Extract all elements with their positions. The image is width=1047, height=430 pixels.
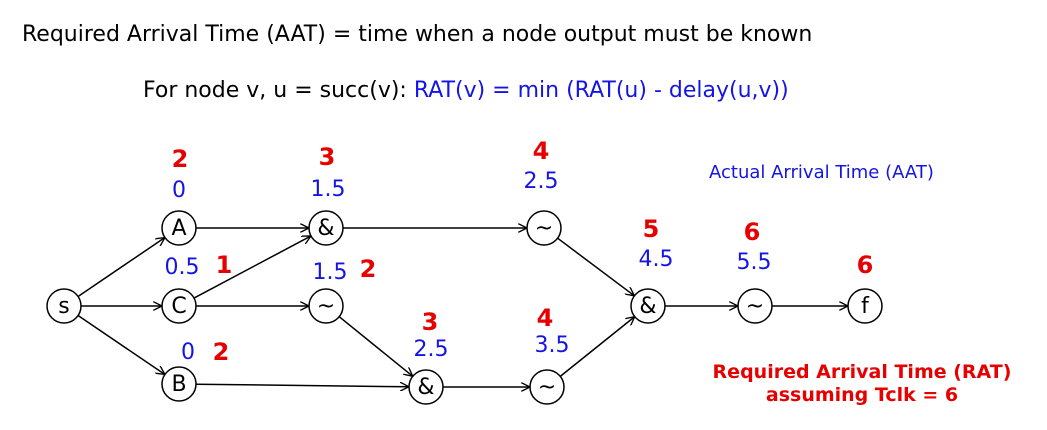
rat-value-g6: 5 [643, 215, 660, 243]
edge-B-g3 [195, 384, 409, 387]
aat-value-g7: 5.5 [737, 250, 772, 275]
node-g7: ~ [737, 288, 773, 324]
rat-value-g5: 4 [537, 304, 554, 332]
rat-value-g7: 6 [744, 218, 761, 246]
rat-value-C: 1 [216, 251, 233, 279]
rat-legend-line2: assuming Tclk = 6 [765, 383, 959, 406]
node-label: ~ [538, 375, 556, 400]
rat-value-g2: 2 [360, 255, 377, 283]
node-label: C [171, 294, 186, 319]
rat-value-B: 2 [213, 338, 230, 366]
aat-value-g1: 1.5 [311, 177, 346, 202]
node-B: B [161, 366, 197, 402]
node-label: ~ [746, 294, 764, 319]
node-s: s [46, 288, 82, 324]
nodes-layer: s A C B & ~ & ~ ~ & ~ f [46, 210, 883, 405]
edge-g5-g6 [559, 317, 634, 377]
edge-g2-g3 [338, 316, 413, 377]
node-circle [529, 369, 565, 405]
aat-value-B: 0 [181, 340, 195, 365]
node-circle [161, 366, 197, 402]
node-circle [161, 288, 197, 324]
slide-heading: Required Arrival Time (AAT) = time when … [22, 22, 813, 47]
rat-value-g1: 3 [319, 143, 336, 171]
edge-g4-g6 [557, 237, 635, 296]
node-C: C [161, 288, 197, 324]
rat-value-A: 2 [172, 145, 189, 173]
node-circle [737, 288, 773, 324]
node-label: A [171, 216, 186, 241]
aat-value-g4: 2.5 [524, 169, 559, 194]
edge-s-A [77, 238, 165, 298]
node-g5: ~ [529, 369, 565, 405]
node-g3: & [408, 369, 444, 405]
edges-layer [77, 228, 848, 387]
node-label: ~ [535, 216, 553, 241]
node-circle [408, 369, 444, 405]
node-label: s [58, 294, 69, 319]
aat-value-C: 0.5 [165, 255, 200, 280]
node-circle [308, 288, 344, 324]
node-A: A [161, 210, 197, 246]
node-circle [46, 288, 82, 324]
node-g4: ~ [526, 210, 562, 246]
node-label: & [317, 216, 334, 241]
aat-value-g6: 4.5 [639, 247, 674, 272]
node-g1: & [308, 210, 344, 246]
rat-formula: For node v, u = succ(v): RAT(v) = min (R… [143, 80, 789, 102]
edge-C-g1 [193, 236, 311, 299]
node-circle [847, 288, 883, 324]
node-circle [308, 210, 344, 246]
rat-legend-line1: Required Arrival Time (RAT) [712, 361, 1012, 383]
node-circle [526, 210, 562, 246]
node-circle [161, 210, 197, 246]
node-label: f [861, 294, 870, 319]
formula-prefix: For node v, u = succ(v): [143, 78, 414, 103]
node-g2: ~ [308, 288, 344, 324]
aat-value-g2: 1.5 [313, 260, 348, 285]
formula-expression: RAT(v) = min (RAT(u) - delay(u,v)) [413, 78, 789, 103]
node-g6: & [630, 288, 666, 324]
node-circle [630, 288, 666, 324]
edge-s-B [77, 314, 165, 375]
aat-legend: Actual Arrival Time (AAT) [709, 162, 934, 183]
rat-value-g3: 3 [422, 308, 439, 336]
aat-value-A: 0 [172, 178, 186, 203]
rat-value-g4: 4 [533, 137, 550, 165]
node-label: & [639, 294, 656, 319]
aat-value-g5: 3.5 [535, 333, 570, 358]
rat-value-f: 6 [857, 251, 874, 279]
node-f: f [847, 288, 883, 324]
node-label: B [171, 372, 186, 397]
node-label: ~ [317, 294, 335, 319]
aat-value-g3: 2.5 [414, 337, 449, 362]
node-label: & [417, 375, 434, 400]
rat-legend: Required Arrival Time (RAT) assuming Tcl… [700, 361, 1024, 407]
